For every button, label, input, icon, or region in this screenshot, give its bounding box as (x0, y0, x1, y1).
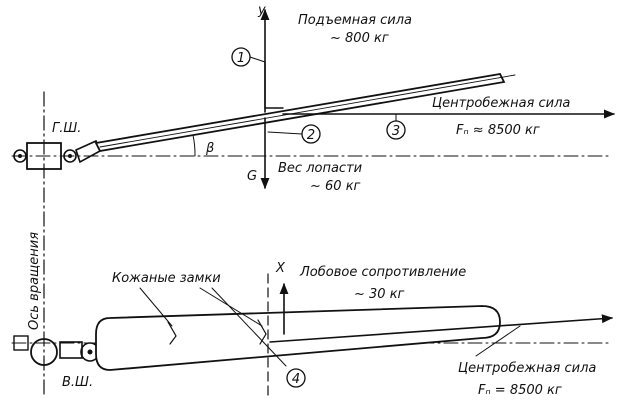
callout-1: 1 (237, 51, 245, 66)
leather-locks-leader-1 (139, 287, 173, 327)
centrifugal-force-arrow-bottom (269, 314, 614, 343)
leather-lock-1 (167, 321, 177, 345)
y-axis-label: y (257, 3, 266, 18)
centrifugal-label-bottom: Центробежная сила (458, 361, 596, 376)
drag-value: ~ 30 кг (354, 287, 405, 302)
centrifugal-label-top: Центробежная сила (432, 96, 570, 111)
lift-leader (264, 61, 284, 109)
g-label: G (247, 169, 257, 184)
callout-1-leader (249, 56, 266, 63)
blade-axis-line (99, 74, 516, 148)
callout-4-circle (286, 368, 306, 388)
callout-2: 2 (307, 128, 315, 143)
lift-value: ~ 800 кг (330, 31, 389, 46)
weight-label: Вес лопасти (278, 161, 362, 176)
centrifugal-value-bottom: Fₙ = 8500 кг (478, 383, 562, 398)
weight-value: ~ 60 кг (310, 179, 361, 194)
beta-angle-arc (192, 134, 196, 157)
callout-2-leader (267, 131, 303, 135)
leather-locks-label: Кожаные замки (112, 271, 221, 286)
blade-bottom-view (95, 305, 501, 371)
flap-hinge-assembly (13, 139, 102, 170)
callout-4: 4 (292, 372, 300, 387)
flap-hinge-label: Г.Ш. (52, 121, 81, 136)
lift-label: Подъемная сила (298, 13, 412, 28)
leather-locks-leader-2 (199, 287, 263, 327)
lag-hinge-label: В.Ш. (62, 375, 93, 390)
rotation-axis-label: Ось вращения (27, 232, 42, 330)
x-axis-label: X (275, 261, 286, 276)
drag-label: Лобовое сопротивление (299, 265, 466, 280)
callout-3: 3 (392, 124, 400, 139)
leather-locks-leader-3 (211, 287, 287, 367)
lag-hinge-assembly (13, 335, 100, 366)
centrifugal-value-top: Fₙ ≈ 8500 кг (456, 123, 540, 138)
beta-label: β (205, 141, 214, 156)
centrifugal-leader-bottom (475, 325, 521, 357)
